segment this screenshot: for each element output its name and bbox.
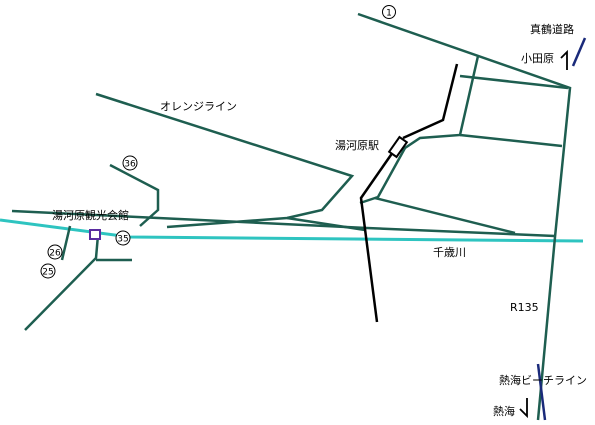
- route-number-36: 36: [124, 160, 136, 170]
- arrow-down-icon: [519, 398, 528, 419]
- label-orange-line: オレンジライン: [160, 100, 237, 113]
- route-marker-25: 25: [40, 263, 56, 279]
- route-marker-26: 26: [47, 244, 63, 260]
- road-to-station: [359, 55, 480, 205]
- arrow-up-icon: [560, 49, 568, 70]
- road-upper-east: [459, 74, 569, 90]
- route-number-26: 26: [49, 249, 61, 259]
- route-number-25: 25: [42, 268, 53, 278]
- road-route-36: [109, 163, 160, 227]
- label-odawara: 小田原: [521, 52, 554, 65]
- building-marker-icon[interactable]: [89, 229, 101, 240]
- road-network: [11, 12, 572, 421]
- highway-atami-beach: [536, 363, 547, 421]
- highway-manazuru: [571, 37, 587, 67]
- label-atami: 熱海: [493, 404, 515, 418]
- route-marker-36: 36: [122, 155, 138, 171]
- label-manazuru-road: 真鶴道路: [530, 22, 574, 36]
- road-main-street: [11, 209, 556, 238]
- road-branch-1: [286, 216, 366, 232]
- road-route-25: [24, 234, 100, 331]
- route-marker-1: 1: [382, 5, 396, 19]
- railway-line: [359, 63, 459, 323]
- road-route-1: [357, 12, 572, 421]
- label-kankou-kaikan: 湯河原観光会館: [52, 208, 129, 222]
- label-yugawara-station: 湯河原駅: [335, 139, 379, 152]
- route-number-1: 1: [386, 9, 392, 19]
- road-branch-2: [374, 196, 516, 235]
- station-icon[interactable]: [387, 135, 409, 159]
- label-r135: R135: [510, 301, 539, 314]
- label-atami-beach-line: 熱海ビーチライン: [499, 373, 587, 387]
- road-east-link: [459, 133, 563, 148]
- road-route-26: [60, 225, 72, 261]
- road-orange-line: [95, 92, 355, 229]
- highway-lines: [536, 37, 587, 421]
- route-marker-35: 35: [115, 230, 131, 246]
- route-number-35: 35: [117, 235, 128, 245]
- label-chitose-river: 千歳川: [433, 246, 466, 259]
